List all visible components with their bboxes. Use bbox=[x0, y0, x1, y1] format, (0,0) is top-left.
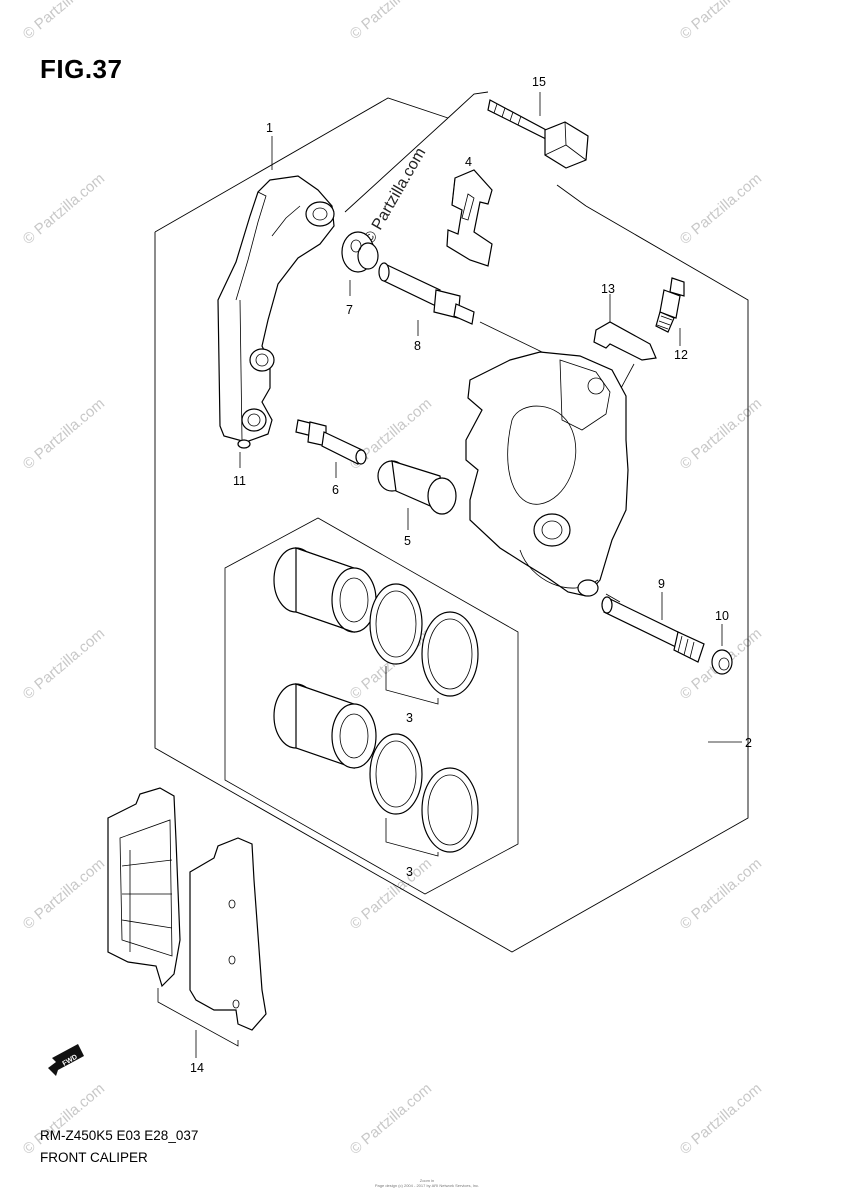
watermark: © Partzilla.com bbox=[20, 395, 108, 473]
bolt-15[interactable] bbox=[487, 99, 589, 169]
piston-lower[interactable] bbox=[273, 683, 377, 769]
figure-title: FIG.37 bbox=[40, 54, 123, 84]
watermark: © Partzilla.com bbox=[347, 0, 435, 43]
callout-8: 8 bbox=[414, 339, 421, 353]
bleeder-valve-12[interactable] bbox=[655, 277, 685, 346]
part-name: FRONT CALIPER bbox=[40, 1150, 148, 1165]
callout-4: 4 bbox=[465, 155, 472, 169]
callout-13: 13 bbox=[601, 282, 615, 296]
fine-print-line-2: Page design (c) 2004 - 2017 by ARI Netwo… bbox=[374, 1183, 480, 1188]
callout-3-lower: 3 bbox=[406, 865, 413, 879]
seal-set-lower[interactable] bbox=[369, 733, 479, 857]
model-code: RM-Z450K5 E03 E28_037 bbox=[40, 1128, 199, 1143]
callouts: 1 2 3 3 4 5 6 7 8 9 10 11 12 13 14 15 bbox=[190, 75, 752, 1075]
watermark: © Partzilla.com bbox=[20, 625, 108, 703]
watermark: © Partzilla.com bbox=[20, 855, 108, 933]
watermark: © Partzilla.com bbox=[361, 145, 430, 247]
pin-5[interactable] bbox=[377, 460, 457, 530]
caliper-body[interactable] bbox=[465, 351, 629, 603]
fwd-arrow-icon: FWD bbox=[48, 1044, 84, 1076]
plug-10[interactable] bbox=[711, 624, 733, 675]
watermark-layer: © Partzilla.com © Partzilla.com © Partzi… bbox=[20, 0, 765, 1158]
callout-3-upper: 3 bbox=[406, 711, 413, 725]
brake-pad-front[interactable] bbox=[107, 787, 181, 988]
watermark: © Partzilla.com bbox=[677, 170, 765, 248]
watermark: © Partzilla.com bbox=[20, 0, 108, 43]
watermark: © Partzilla.com bbox=[677, 1080, 765, 1158]
callout-5: 5 bbox=[404, 534, 411, 548]
fine-print-line-1: Zoom in bbox=[419, 1178, 435, 1183]
assembly-boundary bbox=[154, 91, 749, 953]
bushing-11[interactable] bbox=[237, 439, 251, 468]
callout-14: 14 bbox=[190, 1061, 204, 1075]
pad-spring-4[interactable] bbox=[446, 169, 493, 267]
cap-13[interactable] bbox=[593, 294, 657, 391]
caliper-bracket-1[interactable] bbox=[217, 136, 335, 443]
brake-pad-rear[interactable] bbox=[157, 837, 267, 1047]
watermark: © Partzilla.com bbox=[677, 0, 765, 43]
watermark: © Partzilla.com bbox=[347, 855, 435, 933]
fine-print: Zoom in Page design (c) 2004 - 2017 by A… bbox=[352, 1178, 502, 1188]
callout-9: 9 bbox=[658, 577, 665, 591]
callout-10: 10 bbox=[715, 609, 729, 623]
callout-6: 6 bbox=[332, 483, 339, 497]
piston-upper[interactable] bbox=[273, 547, 377, 633]
guide-pin-8[interactable] bbox=[378, 262, 601, 381]
callout-2: 2 bbox=[745, 736, 752, 750]
watermark: © Partzilla.com bbox=[347, 1080, 435, 1158]
callout-7: 7 bbox=[346, 303, 353, 317]
callout-12: 12 bbox=[674, 348, 688, 362]
boot-7[interactable] bbox=[341, 231, 379, 296]
watermark: © Partzilla.com bbox=[677, 855, 765, 933]
watermark: © Partzilla.com bbox=[677, 395, 765, 473]
watermark: © Partzilla.com bbox=[20, 1080, 108, 1158]
watermark: © Partzilla.com bbox=[20, 170, 108, 248]
bolt-9[interactable] bbox=[601, 592, 705, 663]
callout-15: 15 bbox=[532, 75, 546, 89]
guide-pin-6[interactable] bbox=[295, 419, 367, 478]
seal-set-upper[interactable] bbox=[369, 583, 479, 705]
callout-11: 11 bbox=[233, 474, 246, 488]
callout-1: 1 bbox=[266, 121, 273, 135]
